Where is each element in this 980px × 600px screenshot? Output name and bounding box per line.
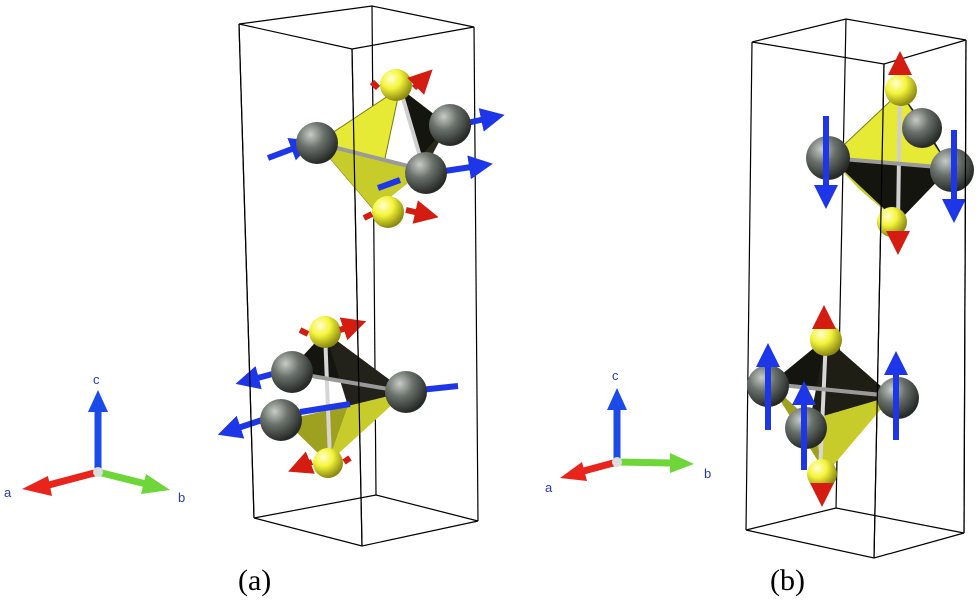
atom-sphere-icon (877, 207, 907, 237)
octahedron-upper-b (806, 51, 974, 255)
axis-triad-icon: c a b (545, 368, 711, 495)
panel-caption-b: (b) (770, 564, 805, 597)
atom-sphere-icon (313, 448, 343, 478)
atom-sphere-icon (902, 108, 942, 148)
panel-caption-a: (a) (238, 564, 271, 597)
panel-b: c a b (545, 18, 974, 597)
atom-sphere-icon (296, 122, 338, 164)
unit-cell-icon (238, 5, 479, 547)
displacement-arrow-icon (266, 137, 315, 161)
axis-b-head (141, 474, 170, 494)
axis-label-b: b (178, 490, 185, 505)
atom-sphere-icon (810, 324, 842, 356)
unit-cell-icon (745, 18, 967, 559)
axis-c-head (607, 388, 627, 410)
panel-a: c a b (4, 5, 505, 597)
unit-cell-front-b (873, 39, 967, 559)
octahedron-lower-a (217, 316, 459, 478)
axis-a-arrow (579, 458, 618, 476)
axis-b-head (670, 453, 694, 473)
atom-sphere-icon (885, 74, 917, 106)
atom-sphere-icon (372, 196, 404, 228)
octahedron-upper-a (266, 69, 505, 228)
atom-sphere-icon (405, 152, 447, 194)
axis-a-arrow (44, 468, 99, 490)
atom-sphere-icon (260, 399, 302, 441)
displacement-arrow-icon (217, 415, 263, 439)
octahedron-lower-b (747, 305, 919, 507)
atom-sphere-icon (271, 351, 313, 393)
displacement-arrow-icon (288, 451, 315, 474)
axis-label-b: b (704, 466, 711, 481)
atom-sphere-icon (385, 371, 427, 413)
unit-cell-front-a (238, 23, 363, 547)
axis-label-a: a (545, 480, 553, 495)
axis-label-a: a (4, 485, 12, 500)
displacement-arrow-icon (362, 211, 374, 221)
displacement-arrow-icon (376, 177, 402, 191)
axis-label-c: c (612, 368, 619, 383)
axis-b-arrow (97, 468, 151, 489)
axis-origin (612, 457, 622, 467)
atom-sphere-icon (807, 459, 837, 489)
atom-sphere-icon (309, 316, 341, 348)
axis-triad-icon: c a b (4, 372, 185, 505)
atom-sphere-icon (380, 69, 412, 101)
axis-b-arrow (616, 458, 673, 467)
displacement-arrow-icon (339, 317, 367, 341)
axis-label-c: c (93, 372, 100, 387)
axis-a-head (22, 476, 52, 496)
displacement-arrow-icon (405, 200, 439, 224)
displacement-arrow-icon (298, 327, 310, 337)
axis-origin (93, 467, 103, 477)
displacement-arrow-icon (299, 401, 351, 415)
displacement-arrow-icon (407, 69, 433, 95)
displacement-arrow-icon (369, 79, 381, 91)
axis-a-head (560, 462, 587, 481)
displacement-arrow-icon (342, 455, 352, 465)
axis-c-head (88, 390, 108, 412)
atom-sphere-icon (429, 104, 471, 146)
